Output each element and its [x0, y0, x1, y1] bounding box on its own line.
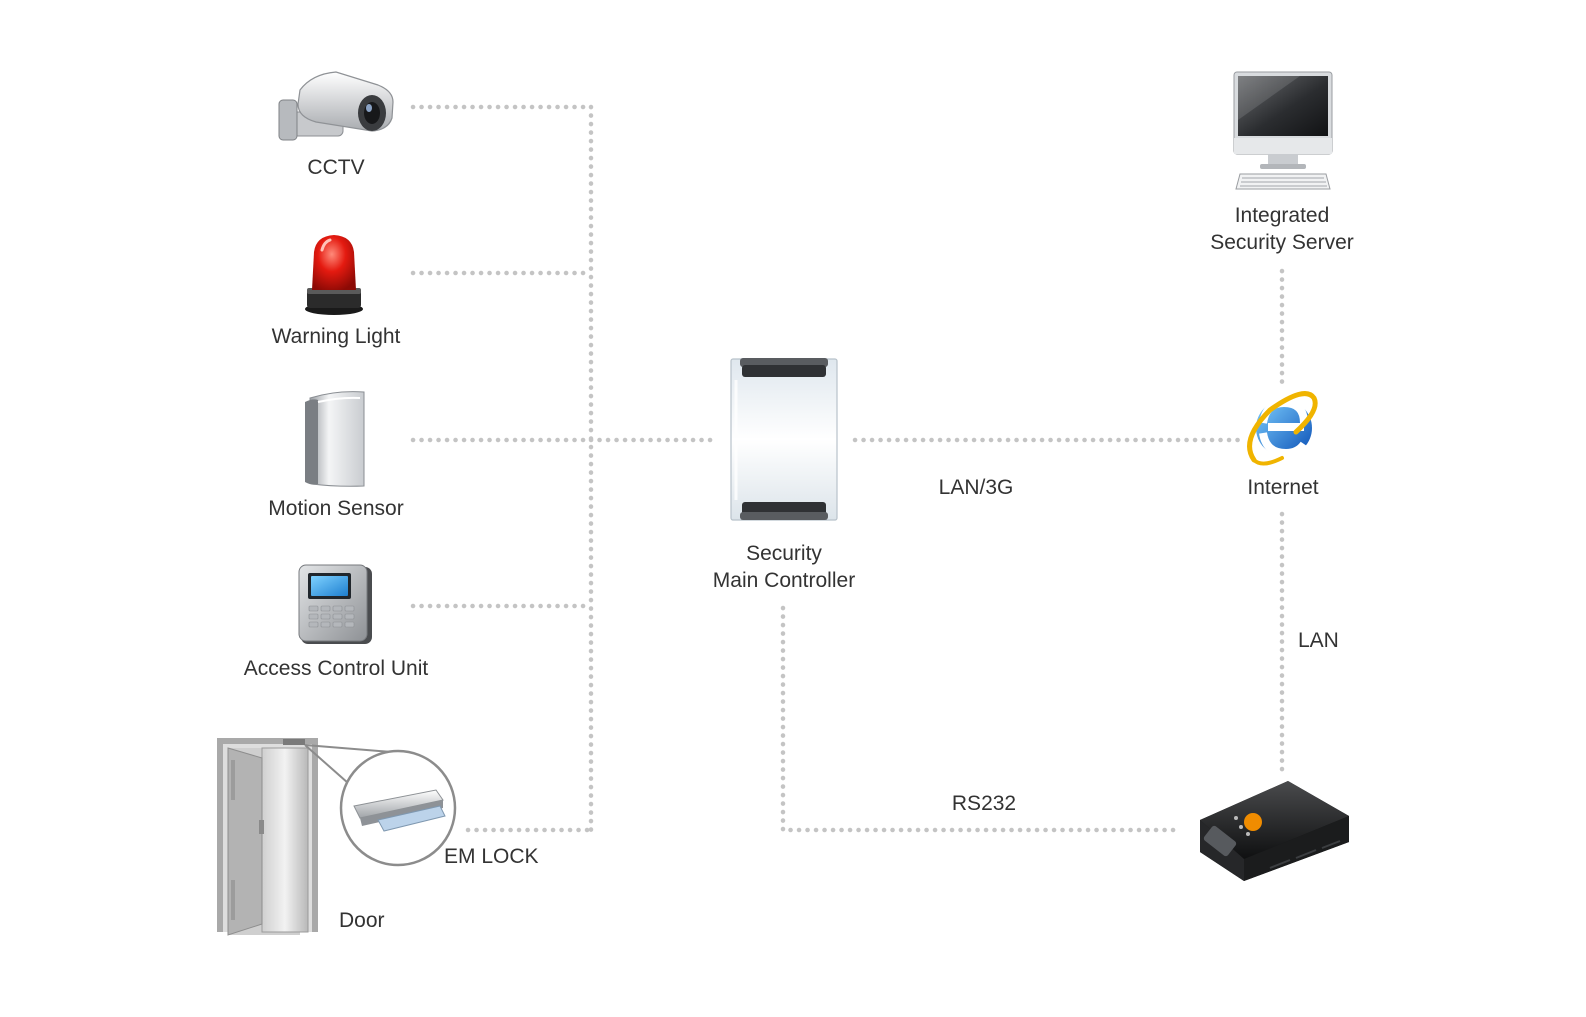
serial-converter-icon	[1200, 781, 1349, 881]
connector-lines	[410, 104, 1285, 833]
rs232-connector	[780, 605, 1179, 833]
access-control-label: Access Control Unit	[243, 657, 429, 680]
controller-label-line2: Main Controller	[712, 569, 856, 592]
em-lock-label: EM LOCK	[444, 845, 539, 868]
controller-label-line1: Security	[746, 542, 822, 565]
lan-3g-label: LAN/3G	[938, 476, 1014, 499]
server-label: Integrated Security Server	[1210, 202, 1354, 256]
internet-label: Internet	[1247, 476, 1319, 499]
door-label: Door	[339, 909, 385, 932]
cctv-label: CCTV	[307, 156, 365, 179]
motion-sensor-icon	[305, 391, 365, 487]
em-lock-icon	[304, 744, 457, 867]
monitor-icon	[1233, 71, 1333, 190]
warning-light-label: Warning Light	[271, 325, 401, 348]
door-icon	[217, 738, 318, 936]
warning-light-icon	[305, 235, 363, 315]
server-label-line2: Security Server	[1210, 231, 1354, 254]
server-label-line1: Integrated	[1234, 204, 1330, 227]
motion-sensor-label: Motion Sensor	[268, 497, 404, 520]
rs232-label: RS232	[951, 792, 1017, 815]
lan-label: LAN	[1298, 629, 1339, 652]
cctv-camera-icon	[278, 71, 394, 141]
internet-explorer-icon	[1247, 391, 1318, 466]
security-controller-icon	[730, 358, 838, 521]
access-control-keypad-icon	[298, 564, 372, 644]
controller-label: Security Main Controller	[713, 540, 855, 594]
